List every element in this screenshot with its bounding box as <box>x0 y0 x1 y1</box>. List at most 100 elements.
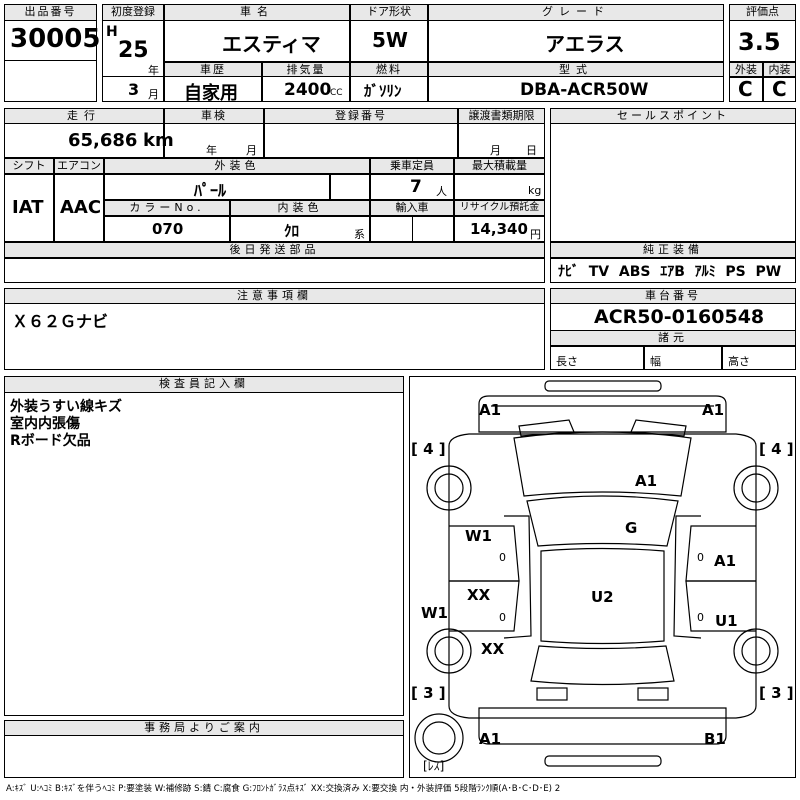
mark-right-rear-door: U1 <box>715 612 738 630</box>
car-diagram: A1 A1 [ 4 ] [ 4 ] A1 G W1 A1 XX U2 W1 U1… <box>411 380 794 773</box>
width-cell <box>644 346 722 370</box>
color-no: 070 <box>152 220 184 238</box>
capacity: 7 <box>410 177 422 197</box>
mark-w-left-side: W1 <box>421 604 448 622</box>
month-unit: 月 <box>148 88 159 101</box>
spec-label: 諸元 <box>550 330 796 346</box>
score-label: 評価点 <box>729 4 796 21</box>
fuel-label: 燃料 <box>350 62 428 77</box>
history: 自家用 <box>184 83 238 104</box>
displacement-label: 排気量 <box>262 62 350 77</box>
mark-rear-left: A1 <box>479 730 501 748</box>
exterior: C <box>738 77 753 101</box>
width-label: 幅 <box>650 355 661 368</box>
exterior-cell <box>729 77 763 102</box>
equip-item: TV <box>588 264 610 280</box>
mark-hood: A1 <box>635 472 657 490</box>
mark-bracket-bl: [ 3 ] <box>411 684 446 702</box>
shift: IAT <box>12 197 44 218</box>
door-zero-3: 0 <box>697 551 704 564</box>
recycle-cell <box>454 216 545 242</box>
grade-label: グレード <box>428 4 724 21</box>
int-color: ｸﾛ <box>284 222 300 240</box>
color: ﾊﾟｰﾙ <box>194 181 227 200</box>
capacity-cell <box>370 174 454 200</box>
capacity-label: 乗車定員 <box>370 158 454 174</box>
mark-spare: [ﾚｽ] <box>423 759 444 773</box>
recycle-unit: 円 <box>530 228 541 241</box>
int-color-label: 内装色 <box>230 200 370 216</box>
color-cell <box>104 174 330 200</box>
inspection-month-unit: 月 <box>246 144 257 157</box>
exterior-label: 外装 <box>729 62 763 77</box>
mark-right-front-door: A1 <box>714 552 736 570</box>
month: 3 <box>128 80 140 99</box>
equip-item: ｱﾙﾐ <box>694 264 716 280</box>
shift-label: シフト <box>4 158 54 174</box>
office-label: 事務局よりご案内 <box>4 720 404 736</box>
shift-cell <box>4 174 54 242</box>
length-label: 長さ <box>556 355 578 368</box>
door-zero-2: 0 <box>499 611 506 624</box>
color-cell-extra <box>330 174 370 200</box>
legend: A:ｷｽﾞ U:ﾍｺﾐ B:ｷｽﾞを伴うﾍｺﾐ P:要塗装 W:補修跡 S:錆 … <box>6 784 561 794</box>
history-label: 車歴 <box>164 62 262 77</box>
mark-bracket-br: [ 3 ] <box>759 684 794 702</box>
mark-front-left: A1 <box>479 401 501 419</box>
lot-lower <box>4 60 97 102</box>
equip-list: ﾅﾋﾞ TV ABS ｴｱB ｱﾙﾐ PS PW <box>558 261 781 281</box>
color-no-label: カラーNo. <box>104 200 230 216</box>
door-label: ドア形状 <box>350 4 428 21</box>
mileage: 65,686 <box>68 130 138 151</box>
equip-label: 純正装備 <box>550 242 796 258</box>
notes-label: 注意事項欄 <box>4 288 545 304</box>
sales-box <box>550 108 796 242</box>
color-label: 外装色 <box>104 158 370 174</box>
color-no-cell <box>104 216 230 242</box>
interior-label: 内装 <box>763 62 796 77</box>
chassis-number: ACR50-0160548 <box>594 306 765 328</box>
inspection-label: 車検 <box>164 108 264 124</box>
inspector-label: 検査員記入欄 <box>4 376 404 393</box>
load-cell <box>454 174 545 200</box>
later-label: 後日発送部品 <box>4 242 545 258</box>
transfer-label: 譲渡書類期限 <box>458 108 545 124</box>
mark-roof: U2 <box>591 588 614 606</box>
recycle: 14,340 <box>470 220 528 238</box>
displacement: 2400 <box>284 80 332 100</box>
length-cell <box>550 346 644 370</box>
capacity-unit: 人 <box>436 185 447 198</box>
ac-cell <box>54 174 104 242</box>
mark-w-left-front: W1 <box>465 527 492 545</box>
height-label: 高さ <box>728 355 750 368</box>
mark-rear-right: B1 <box>704 730 726 748</box>
mark-bracket-tr: [ 4 ] <box>759 440 794 458</box>
first-reg-label: 初度登録 <box>102 4 164 21</box>
car-diagram-box <box>409 376 796 778</box>
door-zero-4: 0 <box>697 611 704 624</box>
import-label: 輸入車 <box>370 200 454 216</box>
model-label: 型式 <box>428 62 724 77</box>
mark-bracket-tl: [ 4 ] <box>411 440 446 458</box>
era: H <box>106 24 118 40</box>
inspector-line-3: Rボード欠品 <box>10 433 91 449</box>
equip-item: ﾅﾋﾞ <box>558 264 579 280</box>
inspector-line-1: 外装うすい線キズ <box>10 399 122 415</box>
mark-xx-left-door: XX <box>467 586 491 604</box>
equip-item: PS <box>725 264 746 280</box>
equip-item: ABS <box>618 264 651 280</box>
equip-item: ｴｱB <box>660 264 685 280</box>
plate-label: 登録番号 <box>264 108 458 124</box>
equip-item: PW <box>755 264 782 280</box>
year-unit: 年 <box>148 64 159 77</box>
load-unit: kg <box>528 184 542 197</box>
transfer-month-unit: 月 <box>490 144 501 157</box>
sales-label: セールスポイント <box>550 108 796 124</box>
model: DBA-ACR50W <box>520 80 649 100</box>
int-color-cell <box>230 216 370 242</box>
chassis-label: 車台番号 <box>550 288 796 304</box>
equip-cell <box>550 258 796 283</box>
year: 25 <box>118 38 149 63</box>
ac: AAC <box>60 197 102 218</box>
fuel: ｶﾞｿﾘﾝ <box>364 82 402 100</box>
